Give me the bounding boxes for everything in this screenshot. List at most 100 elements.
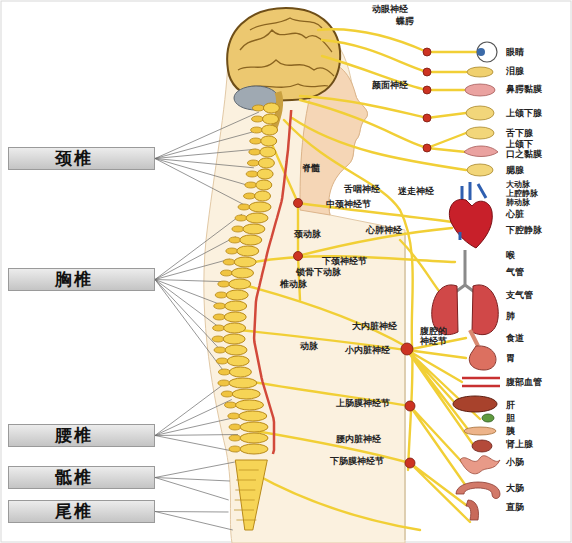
vertebra xyxy=(226,290,248,300)
fan-line xyxy=(155,280,224,282)
spinous-process xyxy=(218,380,230,386)
nerve xyxy=(322,40,466,72)
rectum xyxy=(466,500,479,520)
vertebra xyxy=(223,334,245,344)
ganglion xyxy=(423,68,431,76)
nerve-label: 上肠膜神经节 xyxy=(336,398,390,408)
nerve xyxy=(318,29,476,52)
vertebra xyxy=(232,389,260,399)
region-label: 胸椎 xyxy=(55,271,93,288)
spinous-process xyxy=(213,325,225,331)
nerve xyxy=(400,240,442,295)
organ-label: 上腔静脉 xyxy=(506,190,538,199)
adrenal-kidney xyxy=(472,440,492,452)
nerve xyxy=(322,56,464,90)
organ-label: 上颌下 口之黏膜 xyxy=(506,139,546,159)
vertebra xyxy=(257,169,273,179)
heart xyxy=(449,199,492,248)
region-label: 颈椎 xyxy=(55,150,93,167)
spinous-process xyxy=(251,127,263,133)
nerve-label: 动眼神经 xyxy=(372,4,408,14)
eye xyxy=(477,42,497,62)
sacral-line xyxy=(236,520,256,521)
nerve xyxy=(300,100,466,148)
organ-label: 大动脉 xyxy=(506,181,530,190)
ganglion xyxy=(423,86,431,94)
vertebra xyxy=(227,356,249,366)
vertebra xyxy=(240,444,268,454)
nerve-label: 心肺神经 xyxy=(366,225,402,235)
large-intestine xyxy=(456,482,500,499)
region-label: 腰椎 xyxy=(55,427,93,444)
brain xyxy=(227,8,340,100)
spinous-process xyxy=(215,292,227,298)
vertebra xyxy=(246,213,268,223)
fan-line xyxy=(155,280,224,373)
spinous-process xyxy=(249,149,261,155)
ganglion xyxy=(294,252,303,261)
organ-label: 肾上腺 xyxy=(506,439,533,449)
organ-label: 眼睛 xyxy=(506,47,524,57)
nerve-label: 椎动脉 xyxy=(280,279,307,289)
vertebra xyxy=(229,378,257,388)
vertebra xyxy=(239,411,267,421)
spinous-process xyxy=(214,347,226,353)
spinous-process xyxy=(225,402,237,408)
vertebra xyxy=(258,158,274,168)
nerve-label: 蝶腭 xyxy=(396,16,414,26)
oral-mucosa xyxy=(464,146,498,157)
vertebra xyxy=(225,301,247,311)
vertebra xyxy=(224,323,246,333)
spinous-process xyxy=(229,424,241,430)
fan-line xyxy=(155,259,230,279)
organ-label: 支气管 xyxy=(506,290,533,300)
organs xyxy=(432,42,500,520)
vertebra xyxy=(262,125,278,135)
region-label: 尾椎 xyxy=(55,503,93,520)
spinous-process xyxy=(252,105,264,111)
organ-label: 上颌下腺 xyxy=(506,108,542,118)
fan-line xyxy=(155,214,242,280)
ganglion xyxy=(423,48,431,56)
spine-region-band: 尾椎 xyxy=(8,500,155,523)
great-vessels xyxy=(462,182,486,202)
organ-label: 气管 xyxy=(506,267,524,277)
organ-label: 下腔静脉 xyxy=(506,225,542,235)
vertebra xyxy=(240,433,268,443)
fan-line xyxy=(155,112,259,159)
spinous-process xyxy=(226,248,238,254)
lacrimal-gland xyxy=(467,67,493,77)
gland xyxy=(466,106,494,120)
vertebra xyxy=(256,180,272,190)
spinous-process xyxy=(213,314,225,320)
fan-line xyxy=(155,435,238,436)
sacrum xyxy=(235,460,267,530)
sacral-line xyxy=(234,510,254,511)
nerve-label: 大内脏神经 xyxy=(352,321,397,331)
sacral-line xyxy=(235,490,255,491)
spinous-process xyxy=(218,369,230,375)
vertebra xyxy=(260,147,276,157)
ganglion xyxy=(294,199,303,208)
ganglion xyxy=(405,458,415,468)
organ-label: 食道 xyxy=(506,333,524,343)
spinous-process xyxy=(244,193,256,199)
spinous-process xyxy=(223,259,235,265)
spinous-process xyxy=(252,116,264,122)
ganglion xyxy=(423,144,431,152)
spinous-process xyxy=(212,336,224,342)
spinous-process xyxy=(250,138,262,144)
vertebra xyxy=(237,246,259,256)
parotid-gland xyxy=(467,164,493,176)
spinous-process xyxy=(214,303,226,309)
nerve xyxy=(298,203,452,222)
iris xyxy=(477,48,485,56)
body-silhouette xyxy=(204,48,405,543)
spinous-process xyxy=(221,391,233,397)
spine-region-band: 胸椎 xyxy=(8,268,155,291)
nerve-label: 锁骨下动脉 xyxy=(296,267,341,277)
nerve-label: 颈动脉 xyxy=(294,229,321,239)
fan-line xyxy=(155,512,233,531)
nerve-lines xyxy=(238,29,480,530)
